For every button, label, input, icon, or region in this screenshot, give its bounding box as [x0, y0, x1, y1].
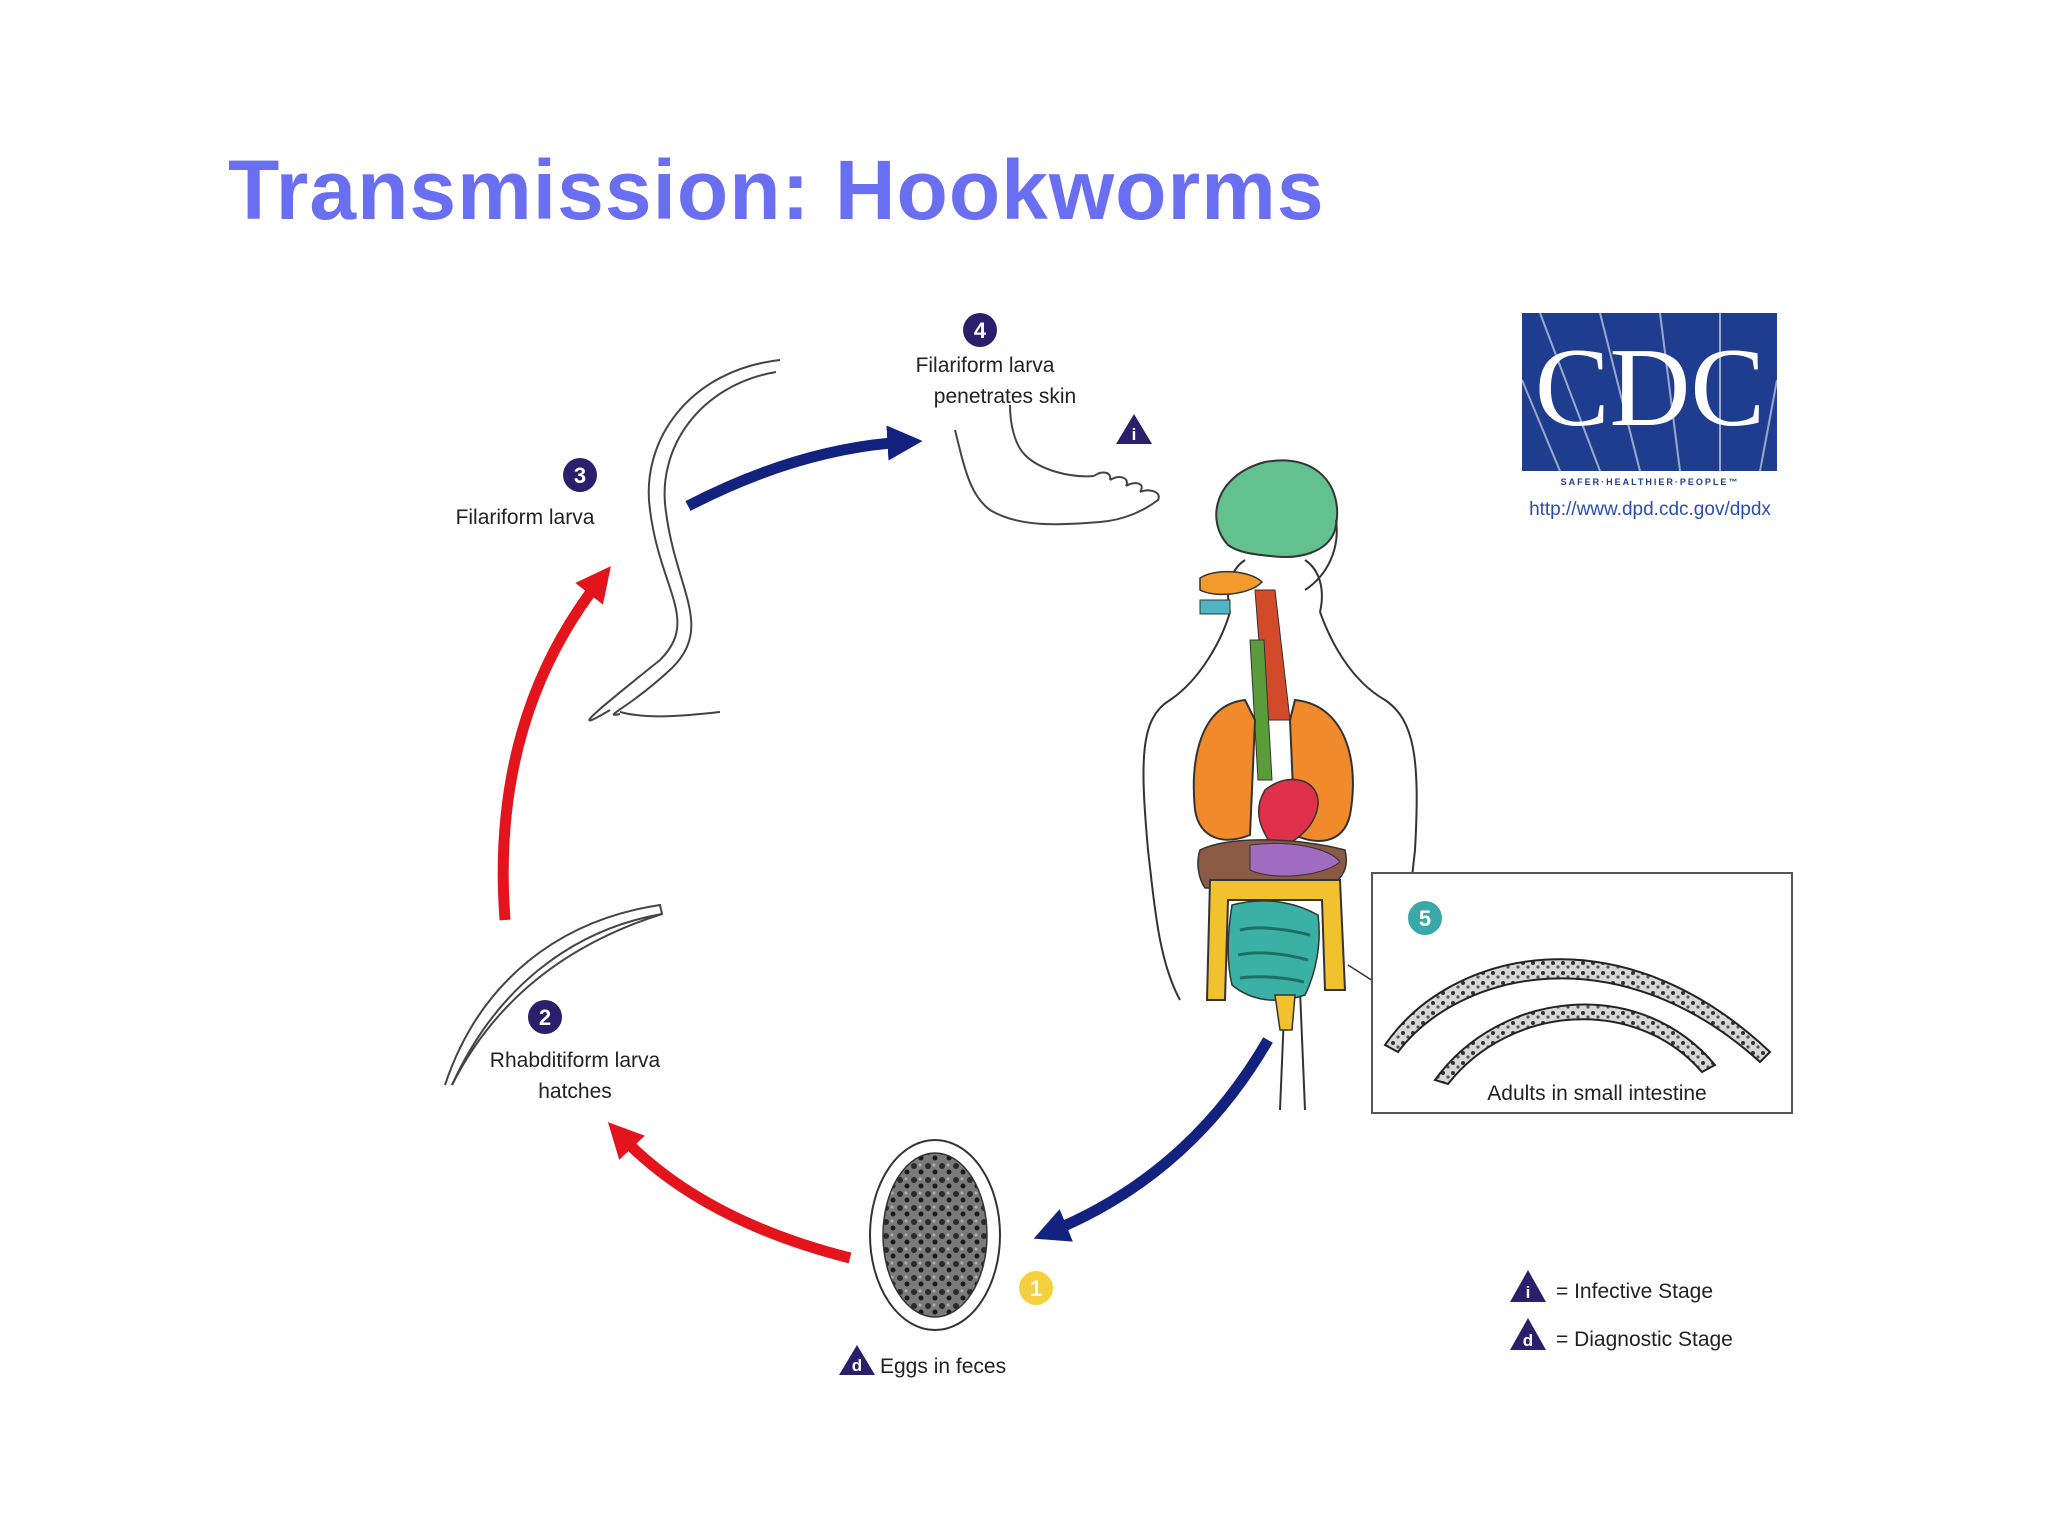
stage-2-label-line2: hatches [538, 1080, 612, 1103]
diagnostic-triangle-icon [1510, 1318, 1546, 1350]
human-body-illustration [1142, 459, 1418, 1111]
foot-illustration [954, 404, 1160, 526]
stage-2-label-line1: Rhabditiform larva [490, 1049, 661, 1072]
svg-text:2: 2 [539, 1005, 551, 1030]
stage-4-label-line2: penetrates skin [934, 385, 1076, 408]
arrow-eggs-to-stage2 [607, 1122, 852, 1264]
svg-text:SAFER·HEALTHIER·PEOPLE™: SAFER·HEALTHIER·PEOPLE™ [1561, 477, 1740, 487]
stage-3-label: Filariform larva [456, 506, 595, 529]
stage-1-label: Eggs in feces [880, 1355, 1006, 1378]
svg-text:i: i [1132, 425, 1137, 444]
rhabditiform-larva-illustration [444, 903, 664, 1086]
arrow-adults-to-eggs [1033, 1037, 1273, 1242]
arrow-stage2-to-3 [497, 566, 611, 921]
infective-stage-marker: i [1116, 414, 1152, 444]
svg-text:= Infective Stage: = Infective Stage [1556, 1280, 1713, 1303]
legend-infective: i = Infective Stage [1510, 1270, 1713, 1303]
arrow-stage3-to-4 [685, 425, 923, 511]
stage-4-badge: 4 [963, 313, 997, 347]
svg-text:CDC: CDC [1535, 326, 1765, 450]
stage-2-badge: 2 [528, 1000, 562, 1034]
infective-triangle-icon [1510, 1270, 1546, 1302]
cdc-url: http://www.dpd.cdc.gov/dpdx [1529, 499, 1771, 520]
stage-1-badge: 1 [1019, 1271, 1053, 1305]
svg-text:d: d [852, 1356, 862, 1375]
svg-text:4: 4 [974, 318, 987, 343]
stage-4-label-line1: Filariform larva [916, 354, 1055, 377]
svg-text:5: 5 [1419, 906, 1431, 931]
svg-text:i: i [1526, 1283, 1531, 1302]
stage-3-badge: 3 [563, 458, 597, 492]
legend-diagnostic: d = Diagnostic Stage [1510, 1318, 1733, 1351]
cdc-logo: CDC SAFER·HEALTHIER·PEOPLE™ [1521, 312, 1778, 487]
stage-5-label: Adults in small intestine [1487, 1082, 1706, 1105]
diagnostic-stage-marker: d [839, 1345, 875, 1375]
svg-text:3: 3 [574, 463, 586, 488]
egg-illustration [869, 1139, 1001, 1331]
stage-5-badge: 5 [1408, 901, 1442, 935]
svg-text:1: 1 [1030, 1276, 1042, 1301]
adult-worms-illustration [1383, 958, 1772, 1086]
svg-text:= Diagnostic Stage: = Diagnostic Stage [1556, 1328, 1733, 1351]
slide-title: Transmission: Hookworms [228, 143, 1325, 237]
svg-text:d: d [1523, 1331, 1533, 1350]
filariform-larva-illustration [588, 359, 781, 722]
